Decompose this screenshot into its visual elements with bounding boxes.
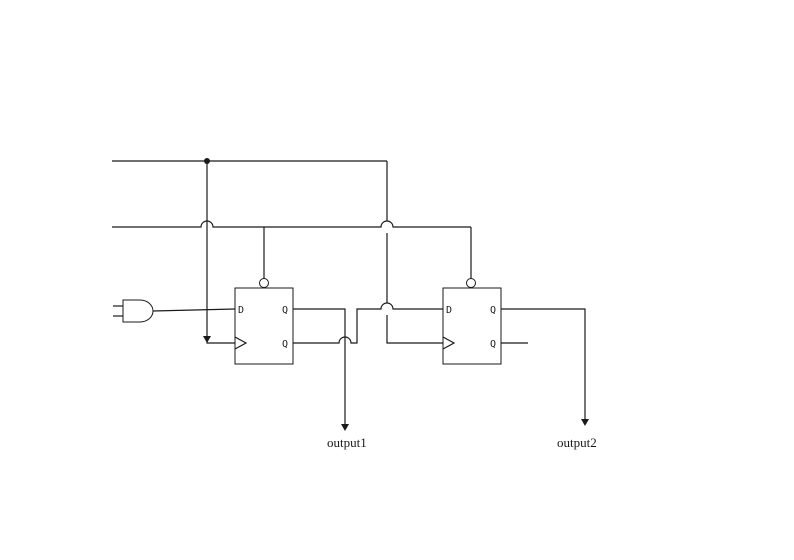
ff2-q-wire bbox=[501, 308, 586, 419]
ff1-q-label: Q bbox=[282, 305, 288, 316]
ff2-q-label: Q bbox=[490, 305, 496, 316]
clock-triangle-icon bbox=[442, 336, 456, 350]
plug-icon bbox=[113, 299, 154, 323]
ff1-q-wire bbox=[293, 308, 346, 425]
output2-label: output2 bbox=[557, 435, 597, 450]
ff1-d-label: D bbox=[238, 305, 244, 316]
ff1-qbar-wire bbox=[293, 302, 443, 344]
clock-line-ff1 bbox=[206, 161, 235, 344]
output1-label: output1 bbox=[327, 435, 367, 450]
ff2-d-label: D bbox=[446, 305, 452, 316]
inversion-bubble bbox=[259, 278, 269, 288]
second-bus-wire bbox=[112, 220, 471, 228]
output2-arrow-icon bbox=[581, 419, 589, 426]
flipflop-1: D Q Q bbox=[234, 278, 294, 365]
inversion-bubble bbox=[466, 278, 476, 288]
ff1-qbar-label: Q bbox=[282, 339, 288, 350]
clock-line-ff2 bbox=[386, 161, 443, 344]
output1-arrow-icon bbox=[341, 424, 349, 431]
clock-arrow-icon bbox=[203, 336, 211, 343]
input-wire bbox=[152, 308, 236, 312]
clock-triangle-icon bbox=[234, 336, 248, 350]
ff2-qbar-label: Q bbox=[490, 339, 496, 350]
flipflop-2: D Q Q bbox=[442, 278, 502, 365]
